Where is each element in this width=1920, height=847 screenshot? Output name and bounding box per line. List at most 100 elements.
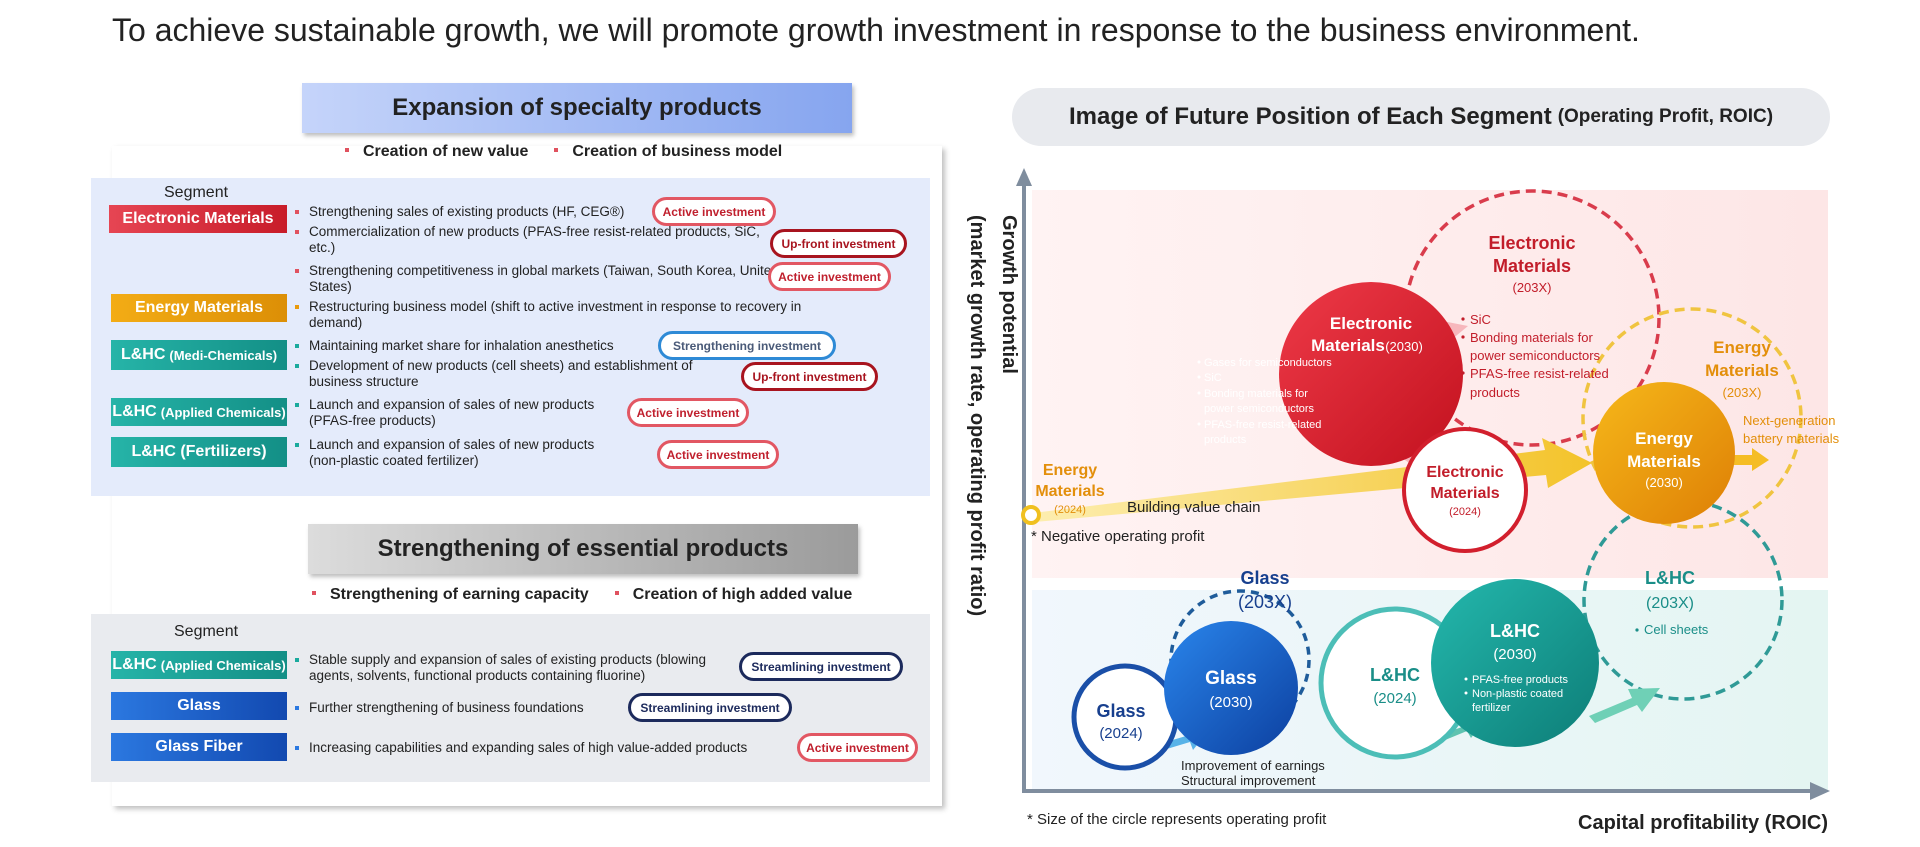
circle-lhc-2030 xyxy=(1431,579,1599,747)
pill-up-front-investment: Up-front investment xyxy=(741,362,878,391)
en2024-yr: (2024) xyxy=(1054,504,1086,516)
gl203x-yr: (203X) xyxy=(1238,592,1292,612)
specialty-item: Strengthening sales of existing products… xyxy=(295,204,669,220)
en2024-l2: Materials xyxy=(1035,483,1104,500)
pill-active-investment: Active investment xyxy=(657,440,779,469)
en203x-l1: Energy xyxy=(1713,338,1771,357)
segment-glass: Glass xyxy=(111,692,287,720)
em203x-b4: products xyxy=(1470,385,1520,400)
y-axis-arrowhead xyxy=(1016,168,1032,186)
next-gen-l1: Next-generation xyxy=(1743,413,1836,428)
marker-en-2024 xyxy=(1021,505,1041,525)
em2030-l1: Electronic xyxy=(1330,314,1412,333)
segment-header: Segment xyxy=(174,623,239,640)
em2030-b1: SiC xyxy=(1204,372,1222,384)
pill-up-front-investment: Up-front investment xyxy=(770,229,907,258)
em203x-l1: Electronic xyxy=(1488,233,1575,253)
specialty-item: Restructuring business model (shift to a… xyxy=(295,299,849,331)
pill-streamlining-investment: Streamlining investment xyxy=(628,693,792,722)
gl2024-l1: Glass xyxy=(1096,701,1145,721)
essential-item: Stable supply and expansion of sales of … xyxy=(295,652,749,684)
specialty-item: Launch and expansion of sales of new pro… xyxy=(295,437,629,469)
circle-em-2030 xyxy=(1279,282,1463,466)
arrow-lhc-2030 xyxy=(1589,688,1660,723)
gl2030-yr: (2030) xyxy=(1209,694,1252,711)
segment-lhc-medi-chemicals: L&HC(Medi-Chemicals) xyxy=(111,340,287,370)
lh2024-yr: (2024) xyxy=(1373,690,1416,707)
pill-active-investment: Active investment xyxy=(768,262,891,291)
specialty-title: Expansion of specialty products xyxy=(302,83,852,133)
specialty-item: Launch and expansion of sales of new pro… xyxy=(295,397,629,429)
lh203x-yr: (203X) xyxy=(1646,595,1694,612)
negative-profit-note: * Negative operating profit xyxy=(1031,528,1205,545)
circle-em-2024 xyxy=(1402,427,1528,553)
em2030-b3: power semiconductors xyxy=(1204,403,1315,415)
essential-sub-1: Strengthening of earning capacity xyxy=(330,586,589,603)
lh2030-b1: Non-plastic coated xyxy=(1472,688,1563,700)
circle-en-203x xyxy=(1581,307,1803,529)
circle-glass-2030 xyxy=(1164,621,1298,755)
em2030-l2: Materials xyxy=(1311,336,1385,355)
specialty-item: Commercialization of new products (PFAS-… xyxy=(295,224,779,256)
circle-em-203x xyxy=(1403,189,1661,447)
x-axis-arrowhead xyxy=(1810,782,1830,800)
en2030-l2: Materials xyxy=(1627,452,1701,471)
lh203x-b0: Cell sheets xyxy=(1644,622,1709,637)
specialty-item: Strengthening competitiveness in global … xyxy=(295,263,779,295)
value-chain-label: Building value chain xyxy=(1127,499,1260,516)
segment-lhc-label: L&HC xyxy=(112,656,157,673)
em2030-b4: PFAS-free resist-related xyxy=(1204,419,1321,431)
gl2024-yr: (2024) xyxy=(1099,725,1142,742)
pill-active-investment: Active investment xyxy=(652,197,776,226)
segment-energy-materials: Energy Materials xyxy=(111,294,287,322)
em203x-b3: PFAS-free resist-related xyxy=(1470,366,1609,381)
em2024-l2: Materials xyxy=(1430,485,1499,502)
pill-strengthening-investment: Strengthening investment xyxy=(658,331,836,360)
em203x-yr: (203X) xyxy=(1512,280,1551,295)
segment-lhc-sub: (Medi-Chemicals) xyxy=(169,347,278,363)
future-title: Image of Future Position of Each Segment… xyxy=(1012,88,1830,146)
arrow-value-chain xyxy=(1033,438,1592,522)
segment-lhc-applied-chemicals: L&HC(Applied Chemicals) xyxy=(111,398,287,426)
specialty-sub-1: Creation of new value xyxy=(363,143,529,160)
future-title-main: Image of Future Position of Each Segment xyxy=(1068,103,1552,130)
essential-subtitles: Strengthening of earning capacity Creatio… xyxy=(312,586,852,604)
em203x-b0: SiC xyxy=(1470,312,1491,327)
essential-sub-2: Creation of high added value xyxy=(632,586,853,603)
em2030-bullets: Gases for semiconductors SiC Bonding mat… xyxy=(1197,357,1332,446)
segment-lhc-label: L&HC xyxy=(120,346,166,363)
essential-item: Further strengthening of business founda… xyxy=(295,700,639,716)
next-gen-l2: battery materials xyxy=(1743,431,1840,446)
em2030-b0: Gases for semiconductors xyxy=(1204,357,1332,369)
segment-lhc-sub: (Applied Chemicals) xyxy=(160,404,286,420)
en203x-yr: (203X) xyxy=(1722,385,1761,400)
improve-l1: Improvement of earnings xyxy=(1181,758,1325,773)
lh2030-b0: PFAS-free products xyxy=(1472,674,1568,686)
segment-electronic-materials: Electronic Materials xyxy=(109,205,287,233)
circle-en-2030 xyxy=(1593,382,1735,524)
page-headline: To achieve sustainable growth, we will p… xyxy=(112,12,1640,48)
lh2030-l1: L&HC xyxy=(1490,621,1540,641)
x-axis-label: Capital profitability (ROIC) xyxy=(1578,812,1828,834)
specialty-subtitles: Creation of new value Creation of busines… xyxy=(345,143,782,161)
segment-header: Segment xyxy=(164,184,229,201)
pill-streamlining-investment: Streamlining investment xyxy=(739,652,903,681)
gl203x-l1: Glass xyxy=(1240,568,1289,588)
en203x-l2: Materials xyxy=(1705,361,1779,380)
essential-item: Increasing capabilities and expanding sa… xyxy=(295,740,809,756)
lh2030-b2: fertilizer xyxy=(1472,702,1511,714)
em2024-l1: Electronic xyxy=(1426,464,1503,481)
em203x-bullets: SiC Bonding materials for power semicond… xyxy=(1461,312,1609,400)
segment-lhc-fertilizers: L&HC (Fertilizers) xyxy=(111,437,287,467)
em2030-yr: (2030) xyxy=(1385,339,1423,354)
en2024-l1: Energy xyxy=(1043,462,1097,479)
en2030-l1: Energy xyxy=(1635,429,1693,448)
pill-active-investment: Active investment xyxy=(797,733,918,762)
segment-lhc-sub: (Applied Chemicals) xyxy=(160,657,286,673)
specialty-item: Maintaining market share for inhalation … xyxy=(295,338,669,354)
specialty-sub-2: Creation of business model xyxy=(572,143,783,160)
lh203x-l1: L&HC xyxy=(1645,568,1695,588)
em203x-b2: power semiconductors xyxy=(1470,348,1601,363)
em203x-l2: Materials xyxy=(1493,256,1571,276)
